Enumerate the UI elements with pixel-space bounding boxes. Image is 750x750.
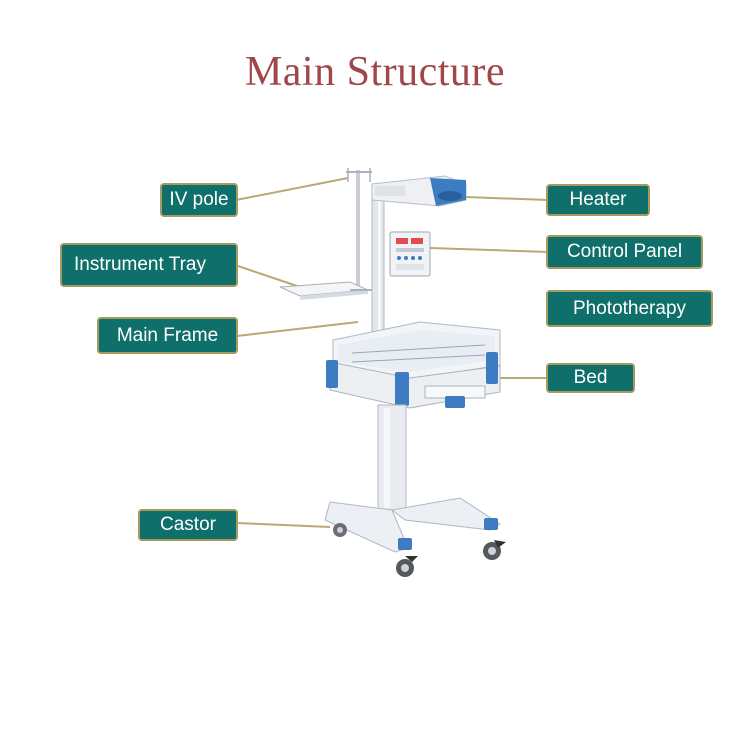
label-control-panel: Control Panel	[546, 235, 703, 269]
control-panel-graphic	[389, 231, 431, 277]
leader-line-instrument-tray	[237, 265, 301, 288]
label-main-frame: Main Frame	[97, 317, 238, 354]
leader-line-heater	[464, 196, 549, 201]
diagram-title: Main Structure	[244, 49, 506, 95]
label-phototherapy: Phototherapy	[546, 290, 713, 327]
label-bed: Bed	[546, 363, 635, 393]
label-heater: Heater	[546, 184, 650, 216]
bed-graphic	[326, 321, 501, 409]
leader-line-main-frame	[236, 321, 359, 337]
base-graphic	[324, 497, 501, 553]
leader-line-castor	[236, 522, 331, 528]
leader-line-iv-pole	[235, 177, 349, 201]
iv-pole-graphic	[346, 168, 372, 290]
label-castor: Castor	[138, 509, 238, 541]
label-instrument-tray: Instrument Tray	[60, 243, 238, 287]
label-iv-pole: IV pole	[160, 183, 238, 217]
instrument-tray-graphic	[279, 281, 372, 300]
leader-line-control-panel	[429, 247, 549, 253]
lower-column-graphic	[377, 404, 407, 511]
heater-graphic	[371, 175, 467, 207]
castor-wheels-graphic	[333, 523, 506, 577]
